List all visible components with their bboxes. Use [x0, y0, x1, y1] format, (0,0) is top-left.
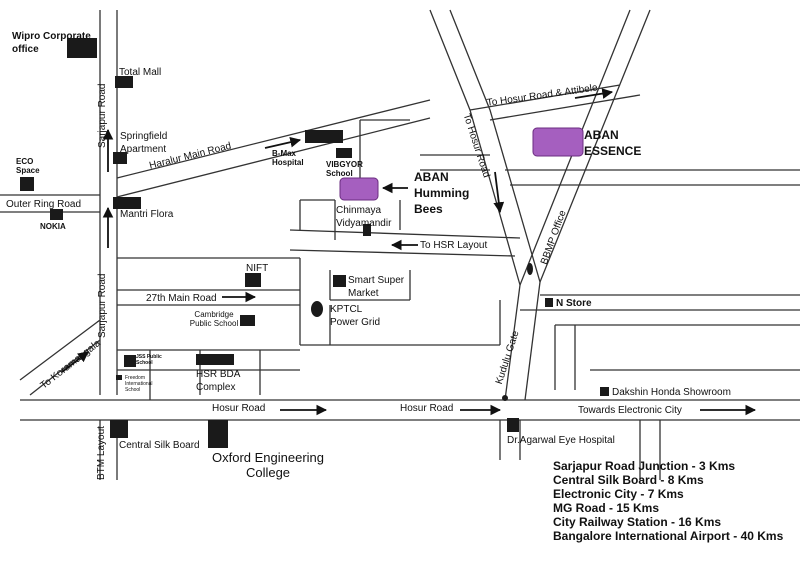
- freedom-block: [116, 375, 122, 380]
- n-store-label: N Store: [556, 298, 592, 309]
- smart-market-block: [333, 275, 346, 287]
- silk-board-block: [110, 420, 128, 438]
- koramangala-road: [19, 319, 101, 396]
- vibgyor-label: VIBGYOR School: [326, 160, 363, 178]
- arrow-to-hosur-road: [493, 171, 505, 214]
- wipro-block: [67, 38, 97, 58]
- oxford-block: [208, 420, 228, 448]
- arrow-haralur: [264, 136, 302, 149]
- 27th-main-label: 27th Main Road: [146, 293, 217, 304]
- vibgyor-block: [336, 148, 352, 158]
- nift-label: NIFT: [246, 263, 269, 274]
- sarjapur-road-left-label: Sarjapur Road: [97, 273, 108, 338]
- distance-item: Electronic City - 7 Kms: [553, 487, 684, 501]
- distance-item: Central Silk Board - 8 Kms: [553, 473, 704, 487]
- hsr-bda-block: [196, 354, 234, 365]
- agarwal-block: [507, 418, 519, 432]
- distance-item: Sarjapur Road Junction - 3 Kms: [553, 459, 736, 473]
- mantri-flora-label: Mantri Flora: [120, 209, 174, 220]
- eco-space-block: [20, 177, 34, 191]
- haralur-main-road: [116, 99, 431, 198]
- humming-bees-label: ABAN Humming Bees: [414, 170, 470, 216]
- total-mall-label: Total Mall: [119, 67, 162, 78]
- springfield-label: Springfield Apartment: [120, 131, 168, 155]
- mantri-flora-block: [113, 197, 141, 209]
- oxford-label: Oxford Engineering College: [211, 450, 324, 480]
- electronic-city-label: Towards Electronic City: [578, 405, 682, 416]
- wipro-label: Wipro Corporate office: [12, 31, 91, 55]
- kptcl-block: [311, 301, 323, 317]
- arrow-koramangala: [61, 351, 89, 373]
- distance-list: Sarjapur Road Junction - 3 Kms Central S…: [553, 459, 783, 543]
- humming-bees-marker: [339, 177, 379, 201]
- dakshin-honda-label: Dakshin Honda Showroom: [612, 387, 731, 398]
- hosur-road-top: [429, 9, 541, 401]
- chinmaya-label: Chinmaya Vidyamandir: [336, 205, 392, 229]
- honda-block: [600, 387, 609, 396]
- 27th-main-road: [117, 289, 300, 306]
- jss-label: JSS Public School: [136, 354, 162, 366]
- bmax-label: B-Max Hospital: [272, 149, 304, 167]
- bmax-block: [305, 130, 343, 143]
- hsr-layout-road: [289, 229, 521, 257]
- sarjapur-road-top-label: Sarjapur Road: [97, 83, 108, 148]
- btm-layout-label: BTM Layout: [96, 426, 107, 480]
- nokia-block: [50, 209, 63, 220]
- springfield-block: [113, 152, 127, 164]
- freedom-label: Freedom International School: [125, 375, 153, 393]
- distance-item: MG Road - 15 Kms: [553, 501, 660, 515]
- essence-marker: [532, 127, 584, 157]
- essence-label: ABAN ESSENCE: [584, 128, 642, 158]
- bbmp-block: [527, 263, 533, 275]
- arrow-attibele: [574, 88, 614, 99]
- nokia-label: NOKIA: [40, 222, 66, 231]
- eco-space-label: ECO Space: [16, 157, 40, 175]
- smart-market-label: Smart Super Market: [348, 275, 405, 299]
- cambridge-block: [240, 315, 255, 326]
- distance-item: Bangalore International Airport - 40 Kms: [553, 529, 784, 543]
- kudulu-dot: [502, 395, 508, 401]
- distance-item: City Railway Station - 16 Kms: [553, 515, 722, 529]
- nstore-block: [545, 298, 553, 307]
- outer-ring-road-label: Outer Ring Road: [6, 199, 82, 210]
- nift-block: [245, 273, 261, 287]
- attibele-road: [469, 84, 641, 121]
- hsr-bda-label: HSR BDA Complex: [196, 369, 240, 393]
- kptcl-label: KPTCL Power Grid: [330, 304, 381, 328]
- hosur-road-label-1: Hosur Road: [212, 403, 266, 414]
- jss-block: [124, 355, 136, 367]
- to-hsr-label: To HSR Layout: [420, 240, 488, 251]
- agarwal-label: Dr.Agarwal Eye Hospital: [507, 435, 615, 446]
- hosur-road-label-2: Hosur Road: [400, 403, 454, 414]
- cambridge-label: Cambridge Public School: [189, 310, 239, 328]
- total-mall-block: [115, 76, 133, 88]
- silk-board-label: Central Silk Board: [119, 440, 200, 451]
- chinmaya-block: [363, 224, 371, 236]
